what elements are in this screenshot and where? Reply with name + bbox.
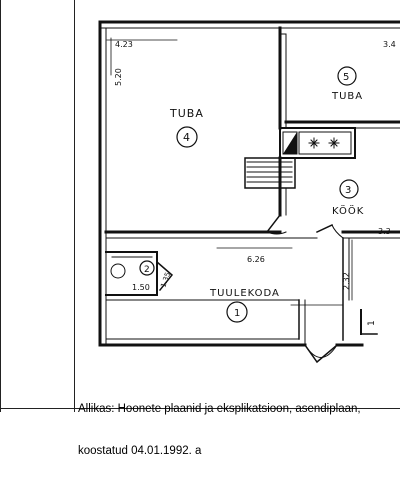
room4-number: 4 [183, 131, 190, 144]
dim-room4-width: 4.23 [115, 40, 133, 49]
dim-kitchen-width: 3.3 [378, 227, 391, 236]
room3-circle [339, 179, 359, 199]
room2-walls [105, 251, 158, 296]
chimney [244, 157, 296, 189]
dim-room2-width: 1.50 [132, 283, 150, 292]
document-page: TUBA 4 5 TUBA 3 KÖÖK 2 TUULEKODA 1 4.23 … [0, 0, 400, 457]
dim-room5-width: 3.4 [383, 40, 396, 49]
caption-line-1: Allikas: Hoonete plaanid ja eksplikatsio… [78, 403, 361, 415]
dim-room4-height: 5.20 [114, 68, 123, 86]
room4-circle [176, 126, 198, 148]
toilet [110, 263, 126, 279]
room5-name: TUBA [331, 91, 363, 102]
room1-name: TUULEKODA [209, 288, 280, 299]
dim-hall-height: 2.32 [342, 272, 351, 290]
room5-circle [337, 66, 357, 86]
dim-room2-height: 1.35 [159, 271, 172, 288]
dim-hall-width: 6.26 [247, 255, 265, 264]
room1-circle [226, 301, 248, 323]
room3-number: 3 [345, 185, 351, 196]
table-row-divider [0, 408, 400, 409]
entrance-door [303, 343, 339, 364]
stove [279, 127, 356, 159]
room1-number: 1 [234, 308, 240, 319]
room4-name: TUBA [169, 107, 204, 120]
section-marker-label: 1 [367, 320, 377, 326]
room3-name: KÖÖK [332, 204, 364, 217]
table-border-left [0, 0, 1, 412]
floor-plan: TUBA 4 5 TUBA 3 KÖÖK 2 TUULEKODA 1 4.23 … [77, 0, 400, 368]
room2-number: 2 [144, 265, 150, 275]
room5-number: 5 [343, 72, 349, 83]
caption-line-2: koostatud 04.01.1992. a [78, 445, 202, 457]
room2-circle [139, 260, 155, 276]
table-column-divider [74, 0, 75, 412]
floor-plan-drawing: TUBA 4 5 TUBA 3 KÖÖK 2 TUULEKODA 1 4.23 … [98, 20, 400, 364]
source-caption: Allikas: Hoonete plaanid ja eksplikatsio… [78, 374, 400, 486]
